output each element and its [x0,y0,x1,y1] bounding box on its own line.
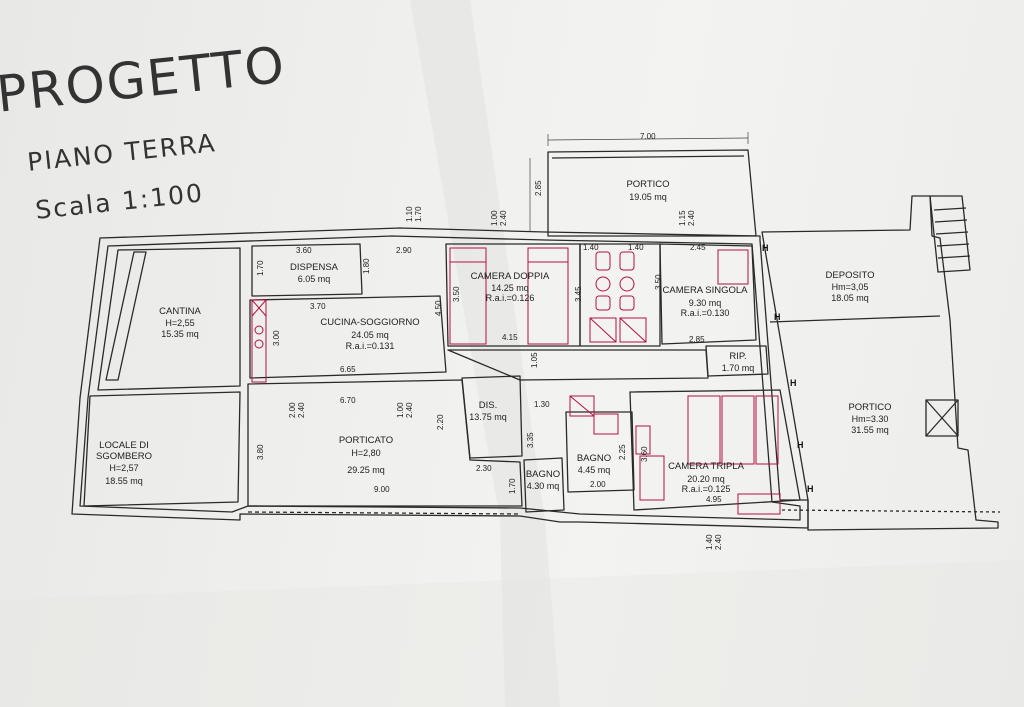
dimension-label: 2.40 [499,210,508,226]
dimension-label: 4.95 [706,495,722,504]
dimension-label: 7.00 [640,132,656,141]
dimension-label: 4.50 [434,300,443,316]
dimension-label: 1.80 [362,258,371,274]
room-dis-area: 13.75 mq [469,412,507,422]
room-locale-name-2: SGOMBERO [96,451,152,462]
room-dispensa-area: 6.05 mq [297,274,331,284]
dimension-label: 2.90 [396,246,412,255]
room-bagno-name: BAGNO [576,453,612,464]
dimension-label: 6.65 [340,365,356,374]
room-porticato-area: 29.25 mq [347,465,385,475]
dimension-label: 2.40 [687,210,696,226]
dimension-label: 3.50 [654,274,663,290]
room-dispensa-name: DISPENSA [289,262,339,273]
h-mark: H [807,484,814,494]
dimension-label: 2.20 [436,414,445,430]
dimension-label: 2.30 [476,464,492,473]
room-camera-tripla-rai: R.a.i.=0.125 [681,484,731,494]
dimension-label: 1.40 [705,534,714,550]
room-portico-right-name: PORTICO [848,402,892,413]
room-porticato-height: H=2,80 [351,448,381,458]
h-mark: H [790,378,797,388]
room-locale-name-1: LOCALE DI [99,440,149,451]
dimension-label: 1.00 [490,210,499,226]
room-locale-area: 18.55 mq [105,476,143,486]
room-cucina-rai: R.a.i.=0.131 [345,341,395,351]
dimension-label: 2.25 [618,444,627,460]
plan-dimension-lines [529,132,749,232]
dimension-label: 2.40 [297,402,306,418]
plan-furniture [251,247,781,515]
dimension-label: 1.70 [508,478,517,494]
dimension-label: 3.80 [256,444,265,460]
room-bagno-small-name: BAGNO [525,469,561,480]
room-camera-tripla-area: 20.20 mq [687,474,725,484]
dimension-label: 1.70 [256,260,265,276]
room-camera-doppia-rai: R.a.i.=0.126 [485,293,535,303]
dimension-label: 2.40 [714,534,723,550]
plan-walls [71,149,1001,531]
room-cantina-name: CANTINA [159,306,201,317]
dimension-label: 3.50 [452,286,461,302]
room-portico-top-name: PORTICO [626,179,670,190]
room-cantina-height: H=2,55 [165,318,195,328]
room-camera-tripla-name: CAMERA TRIPLA [668,461,744,472]
room-cantina-area: 15.35 mq [161,329,199,339]
h-mark: H [797,440,804,450]
room-camera-singola-name: CAMERA SINGOLA [662,285,748,296]
dimension-label: 1.30 [534,400,550,409]
room-porticato-name: PORTICATO [338,435,394,446]
room-camera-doppia-area: 14.25 mq [491,283,529,293]
h-mark: H [762,243,769,253]
dimension-label: 1.05 [530,352,539,368]
dimension-label: 1.15 [678,210,687,226]
room-rip-name: RIP. [729,351,747,362]
room-rip-area: 1.70 mq [721,363,755,373]
dimension-label: 4.15 [502,333,518,342]
room-portico-right-area: 31.55 mq [851,425,889,435]
dimension-label: 2.45 [690,243,706,252]
room-bagno-small-area: 4.30 mq [526,481,560,491]
dimension-label: 2.85 [689,335,705,344]
dimension-label: 3.60 [296,246,312,255]
room-deposito-height: Hm=3,05 [831,282,869,292]
dimension-label: 1.40 [628,243,644,252]
room-bagno-area: 4.45 mq [577,465,611,475]
dimension-label: 3.35 [526,432,535,448]
room-portico-top-area: 19.05 mq [629,192,667,202]
room-camera-doppia-name: CAMERA DOPPIA [470,271,550,282]
dimension-label: 2.85 [534,180,543,196]
dimension-label: 1.40 [583,243,599,252]
dimension-label: 3.45 [574,286,583,302]
dimension-label: 9.00 [374,485,390,494]
room-cucina-name: CUCINA-SOGGIORNO [320,317,420,328]
room-deposito-name: DEPOSITO [825,270,875,281]
dimension-label: 1.10 [405,206,414,222]
dimension-label: 1.00 [396,402,405,418]
room-dis-name: DIS. [478,400,498,411]
dimension-label: 3.60 [640,446,649,462]
dimension-label: 1.70 [414,206,423,222]
room-camera-singola-rai: R.a.i.=0.130 [680,308,730,318]
room-deposito-area: 18.05 mq [831,293,869,303]
room-cucina-area: 24.05 mq [351,330,389,340]
dimension-label: 2.00 [590,480,606,489]
room-camera-singola-area: 9.30 mq [688,298,722,308]
room-locale-height: H=2,57 [109,463,139,473]
dimension-label: 3.00 [272,330,281,346]
h-mark: H [774,312,781,322]
dimension-label: 6.70 [340,396,356,405]
dimension-label: 2.00 [288,402,297,418]
dimension-label: 3.70 [310,302,326,311]
dimension-label: 2.40 [405,402,414,418]
room-portico-right-height: Hm=3.30 [851,414,889,424]
